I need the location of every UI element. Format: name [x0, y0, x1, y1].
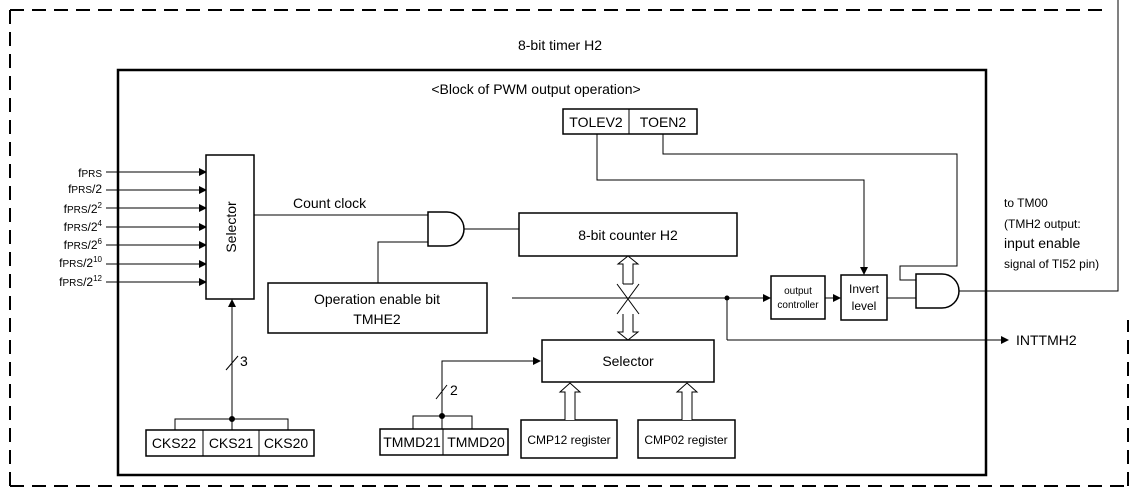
clock-input-labels: fPRS fPRS/2 fPRS/22 fPRS/24 fPRS/26 fPRS…: [59, 166, 102, 289]
tmmd-bus: [412, 357, 541, 429]
input-label-1: fPRS/2: [68, 182, 102, 196]
toen2-wire: [662, 134, 958, 281]
operation-enable-bit: [267, 282, 488, 334]
toen2-bit: TOEN2: [640, 114, 687, 130]
cks22-bit: CKS22: [152, 435, 197, 451]
cmp02-label: CMP02 register: [644, 433, 727, 447]
pwm-block-frame: [116, 68, 988, 477]
to-tm00-line1: to TM00: [1004, 196, 1048, 210]
counter-h2: [518, 212, 738, 257]
tolev2-wire: [596, 134, 868, 275]
tmhmd2-register: TOLEV2 TOEN2: [562, 108, 698, 135]
tmmd-register: TMMD21 TMMD20: [379, 428, 509, 456]
clock-input-arrows: [106, 168, 207, 286]
cks-bus-width: 3: [240, 353, 248, 369]
invert-level: [840, 274, 888, 321]
output-controller-line2: controller: [777, 300, 819, 311]
count-and-gate: [427, 211, 465, 247]
output-controller-line1: output: [784, 286, 812, 297]
cks-register: CKS22 CKS21 CKS20: [145, 429, 315, 457]
counter-label: 8-bit counter H2: [578, 227, 678, 243]
cmp12-to-selector-arrow: [558, 382, 582, 420]
cks20-bit: CKS20: [264, 435, 309, 451]
to-tm00-line4: signal of TI52 pin): [1004, 257, 1099, 271]
tm00-output-wire: [959, 0, 1119, 292]
to-tm00-line3: input enable: [1004, 235, 1081, 251]
clock-selector: [205, 154, 255, 300]
enable-wire: [377, 241, 428, 283]
cks21-bit: CKS21: [209, 435, 254, 451]
cmp12-register: [520, 419, 618, 459]
invert-line1: Invert: [849, 282, 880, 296]
tolev2-bit: TOLEV2: [569, 114, 623, 130]
compare-selector: [541, 339, 715, 383]
input-label-5: fPRS/210: [59, 255, 102, 270]
invert-line2: level: [852, 299, 877, 313]
count-clock-label: Count clock: [293, 195, 367, 211]
to-tm00-line2: (TMH2 output:: [1004, 217, 1081, 231]
tmmd-bus-width: 2: [450, 382, 458, 398]
cmp02-to-selector-arrow: [675, 382, 699, 420]
tmmd20-bit: TMMD20: [447, 434, 505, 450]
diagram-title: 8-bit timer H2: [518, 37, 602, 53]
input-label-4: fPRS/26: [64, 237, 103, 252]
inttmh2-label: INTTMH2: [1016, 332, 1077, 348]
block-subtitle: <Block of PWM output operation>: [431, 81, 640, 97]
output-and-gate: [915, 273, 960, 309]
clock-selector-label: Selector: [223, 201, 239, 253]
cks-bus: [174, 299, 289, 430]
outer-dashed-frame: [9, 9, 1129, 487]
compare-bus: [616, 255, 640, 341]
tmmd21-bit: TMMD21: [383, 434, 441, 450]
to-tm00-note: to TM00 (TMH2 output: input enable signa…: [1004, 196, 1099, 271]
input-label-3: fPRS/24: [64, 219, 103, 234]
input-label-6: fPRS/212: [59, 274, 102, 289]
op-enable-line1: Operation enable bit: [314, 291, 440, 307]
compare-selector-label: Selector: [602, 353, 654, 369]
input-label-2: fPRS/22: [64, 201, 103, 216]
cmp12-label: CMP12 register: [527, 433, 610, 447]
cmp02-register: [637, 419, 736, 459]
output-controller: [770, 275, 826, 320]
op-enable-line2: TMHE2: [353, 311, 401, 327]
input-label-0: fPRS: [78, 166, 102, 180]
